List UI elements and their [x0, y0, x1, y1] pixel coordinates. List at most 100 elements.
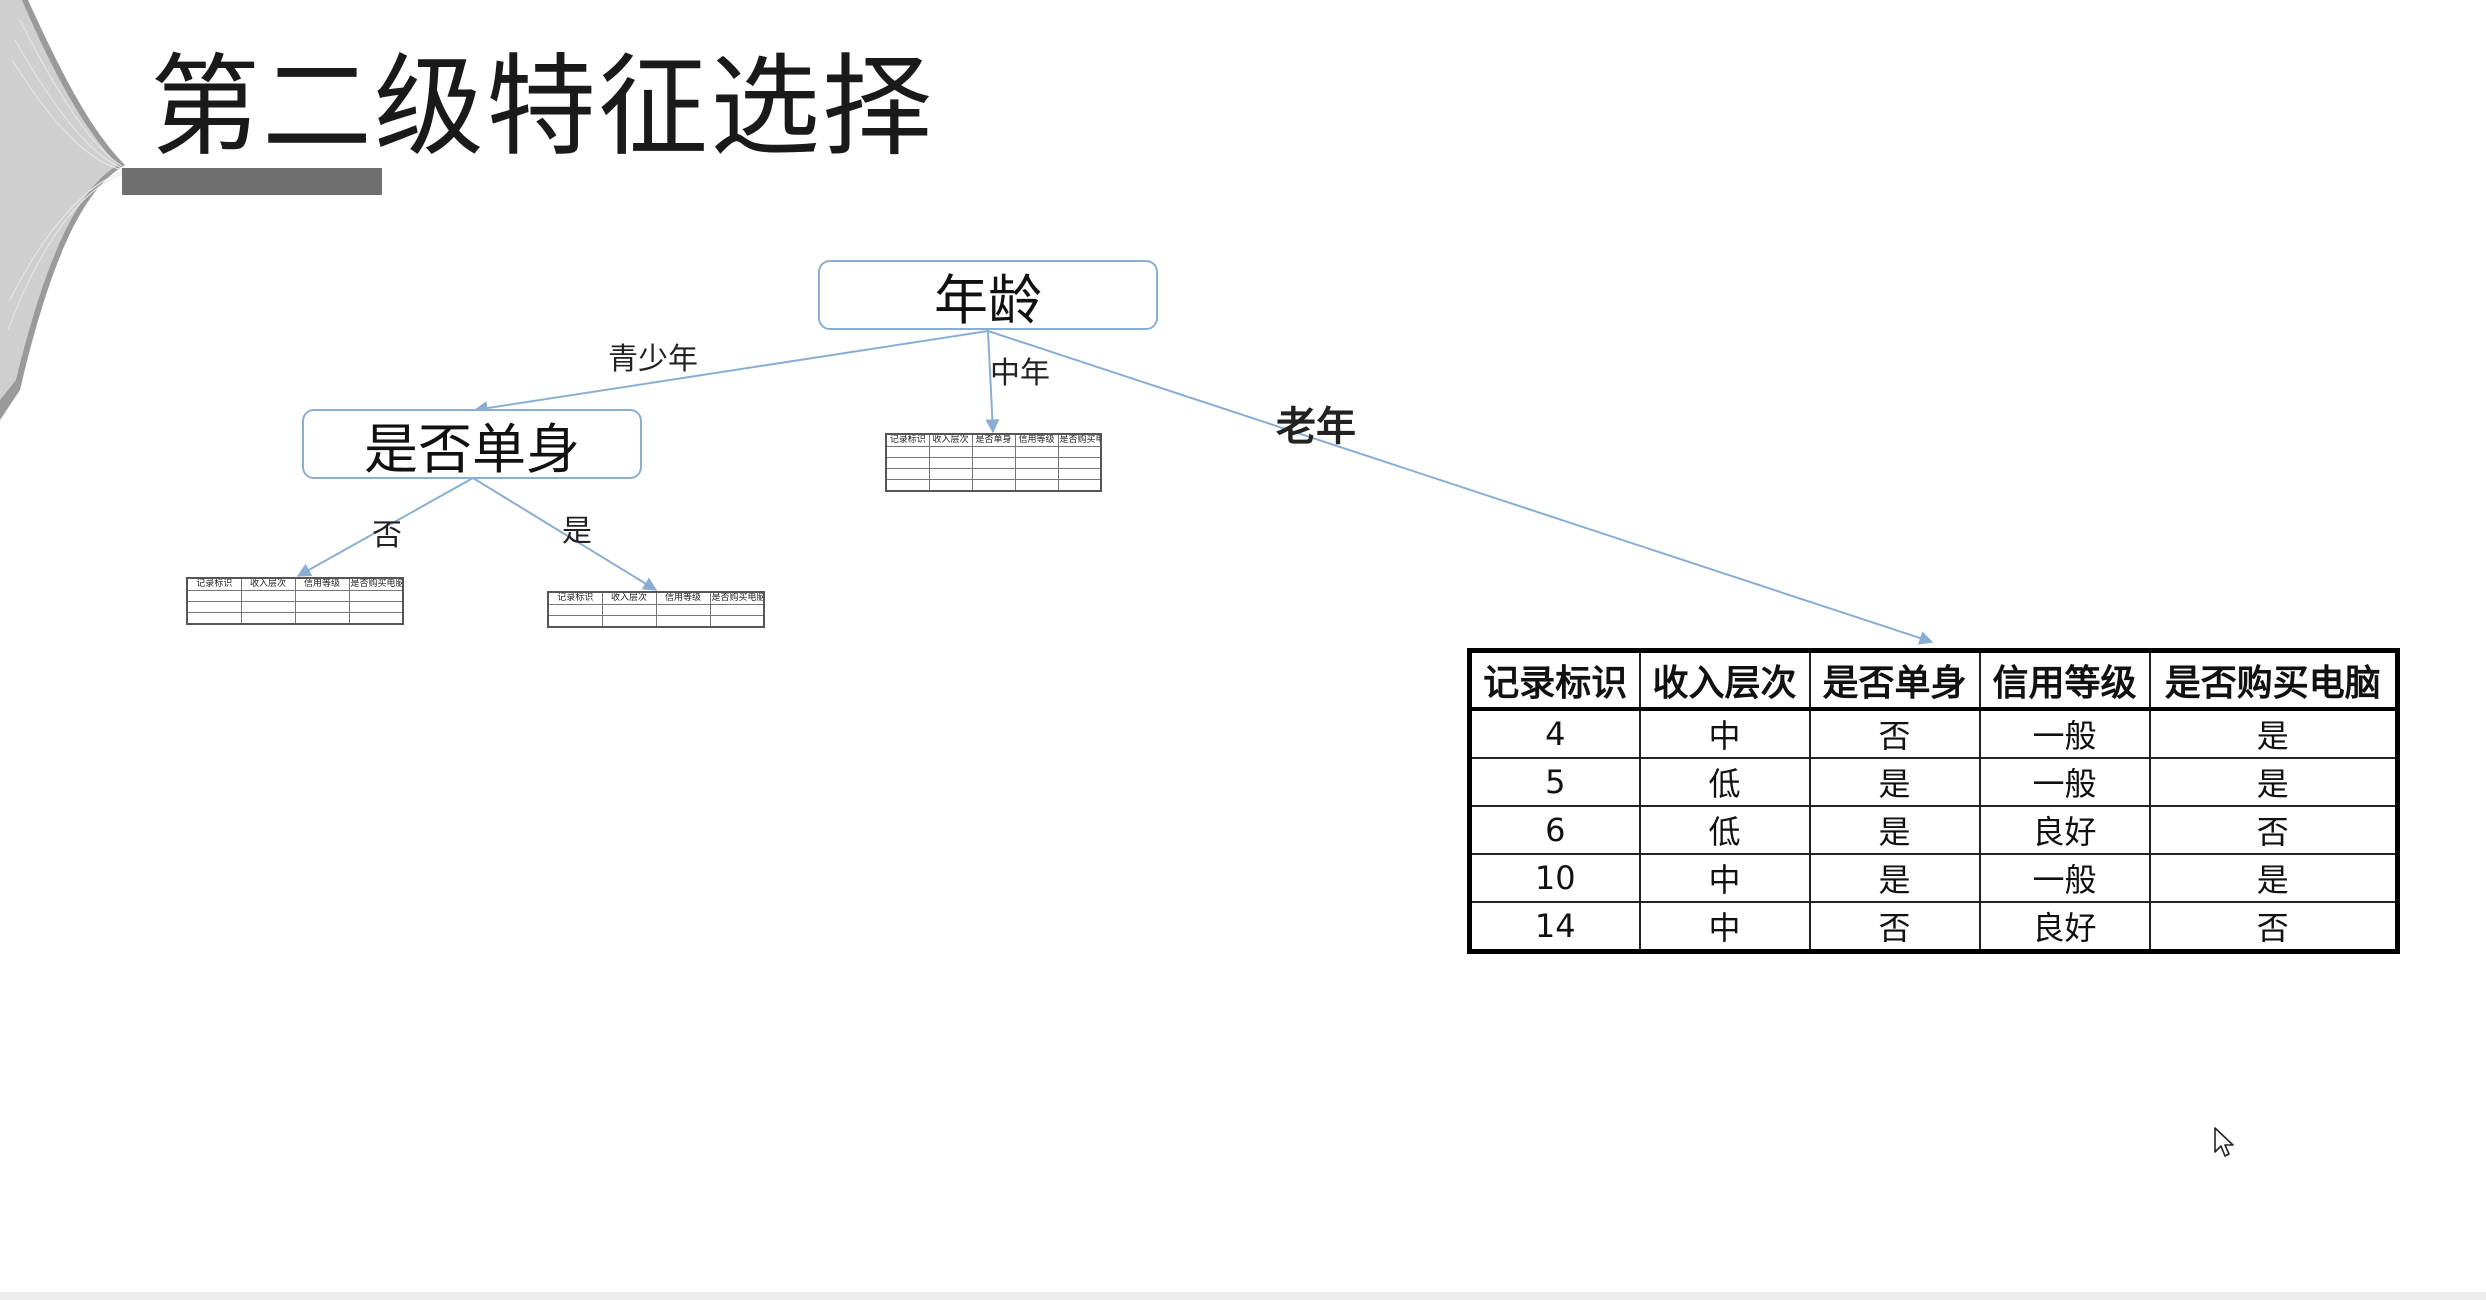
- old-age-table: 记录标识 收入层次 是否单身 信用等级 是否购买电脑 4 中 否 一般 是 5 …: [1467, 648, 2400, 954]
- thumb-cell: [928, 457, 973, 469]
- edge-label-old: 老年: [1276, 404, 1356, 450]
- thumb-cell: [601, 604, 657, 616]
- thumb-cell: [928, 446, 973, 458]
- thumb-header-cell: 是否单身: [971, 433, 1016, 447]
- root-node-label: 年龄: [934, 268, 1042, 332]
- thumb-cell: [971, 446, 1016, 458]
- thumb-header-cell: 收入层次: [240, 577, 296, 591]
- thumb-cell: [709, 604, 765, 616]
- table-cell: 4: [1468, 708, 1641, 759]
- thumb-row: [885, 479, 1102, 492]
- thumb-row: [186, 601, 404, 613]
- table-cell: 是: [1808, 805, 1981, 855]
- thumb-cell: [186, 612, 242, 625]
- table-cell: 中: [1638, 853, 1811, 903]
- column-header: 信用等级: [1978, 649, 2151, 711]
- thumb-header-row: 记录标识 收入层次 信用等级 是否购买电脑: [547, 591, 765, 605]
- thumb-table-no: 记录标识 收入层次 信用等级 是否购买电脑: [186, 577, 404, 625]
- table-cell: 否: [1808, 708, 1981, 759]
- table-row: 5 低 是 一般 是: [1468, 757, 2399, 807]
- thumb-row: [885, 468, 1102, 480]
- table-cell: 良好: [1978, 901, 2151, 953]
- column-header: 记录标识: [1468, 649, 1641, 711]
- thumb-cell: [186, 601, 242, 613]
- thumb-header-cell: 收入层次: [601, 591, 657, 605]
- slide-title: 第二级特征选择: [150, 43, 934, 171]
- thumb-cell: [240, 590, 296, 602]
- column-header: 是否购买电脑: [2148, 649, 2399, 711]
- root-node-age: 年龄: [818, 260, 1158, 332]
- table-cell: 是: [1808, 757, 1981, 807]
- thumb-header-cell: 记录标识: [885, 433, 930, 447]
- thumb-cell: [240, 601, 296, 613]
- thumb-cell: [294, 601, 350, 613]
- thumb-cell: [971, 479, 1016, 492]
- table-cell: 一般: [1978, 853, 2151, 903]
- table-cell: 是: [2148, 708, 2399, 759]
- thumb-header-cell: 信用等级: [294, 577, 350, 591]
- edge-yes-line: [472, 477, 658, 591]
- thumb-cell: [928, 468, 973, 480]
- thumb-cell: [655, 604, 711, 616]
- thumb-header-cell: 信用等级: [655, 591, 711, 605]
- mouse-pointer-icon: [2214, 1127, 2234, 1157]
- table-cell: 中: [1638, 901, 1811, 953]
- title-underline-bar: [122, 168, 382, 195]
- thumb-header-row: 记录标识 收入层次 信用等级 是否购买电脑: [186, 577, 404, 591]
- thumb-cell: [885, 468, 930, 480]
- edge-label-yes: 是: [562, 514, 592, 549]
- decorative-swoosh: [0, 0, 125, 420]
- table-row: 10 中 是 一般 是: [1468, 853, 2399, 903]
- thumb-header-cell: 信用等级: [1014, 433, 1059, 447]
- thumb-header-cell: 收入层次: [928, 433, 973, 447]
- table-row: 4 中 否 一般 是: [1468, 708, 2399, 759]
- table-cell: 10: [1468, 853, 1641, 903]
- table-cell: 中: [1638, 708, 1811, 759]
- thumb-cell: [240, 612, 296, 625]
- thumb-table-yes: 记录标识 收入层次 信用等级 是否购买电脑: [547, 591, 765, 628]
- table-cell: 是: [2148, 757, 2399, 807]
- edge-label-middle: 中年: [990, 356, 1050, 391]
- thumb-cell: [1014, 479, 1059, 492]
- thumb-cell: [547, 615, 603, 628]
- table-row: 6 低 是 良好 否: [1468, 805, 2399, 855]
- edge-label-no: 否: [372, 518, 402, 553]
- table-cell: 低: [1638, 757, 1811, 807]
- table-cell: 低: [1638, 805, 1811, 855]
- thumb-table-middle: 记录标识 收入层次 是否单身 信用等级 是否购买电脑: [885, 433, 1102, 492]
- table-cell: 是: [2148, 853, 2399, 903]
- table-row: 14 中 否 良好 否: [1468, 901, 2399, 953]
- edge-old-line: [987, 330, 1934, 645]
- edge-youth-line: [473, 330, 989, 416]
- thumb-cell: [294, 612, 350, 625]
- thumb-cell: [709, 615, 765, 628]
- thumb-cell: [1057, 457, 1102, 469]
- node-single: 是否单身: [302, 409, 642, 481]
- table-cell: 否: [1808, 901, 1981, 953]
- thumb-header-cell: 是否购买电脑: [1057, 433, 1102, 447]
- thumb-cell: [1014, 457, 1059, 469]
- thumb-row: [885, 457, 1102, 469]
- thumb-cell: [885, 446, 930, 458]
- thumb-cell: [294, 590, 350, 602]
- thumb-header-cell: 记录标识: [186, 577, 242, 591]
- thumb-cell: [186, 590, 242, 602]
- thumb-header-cell: 是否购买电脑: [709, 591, 765, 605]
- table-header-row: 记录标识 收入层次 是否单身 信用等级 是否购买电脑: [1468, 649, 2399, 711]
- thumb-cell: [348, 612, 404, 625]
- thumb-row: [186, 590, 404, 602]
- thumb-row: [885, 446, 1102, 458]
- thumb-cell: [1057, 446, 1102, 458]
- thumb-cell: [1014, 468, 1059, 480]
- thumb-cell: [971, 457, 1016, 469]
- thumb-cell: [601, 615, 657, 628]
- thumb-cell: [1057, 479, 1102, 492]
- thumb-cell: [655, 615, 711, 628]
- thumb-row: [186, 612, 404, 625]
- table-cell: 14: [1468, 901, 1641, 953]
- thumb-header-row: 记录标识 收入层次 是否单身 信用等级 是否购买电脑: [885, 433, 1102, 447]
- table-cell: 是: [1808, 853, 1981, 903]
- edge-label-youth: 青少年: [608, 342, 698, 377]
- thumb-cell: [885, 479, 930, 492]
